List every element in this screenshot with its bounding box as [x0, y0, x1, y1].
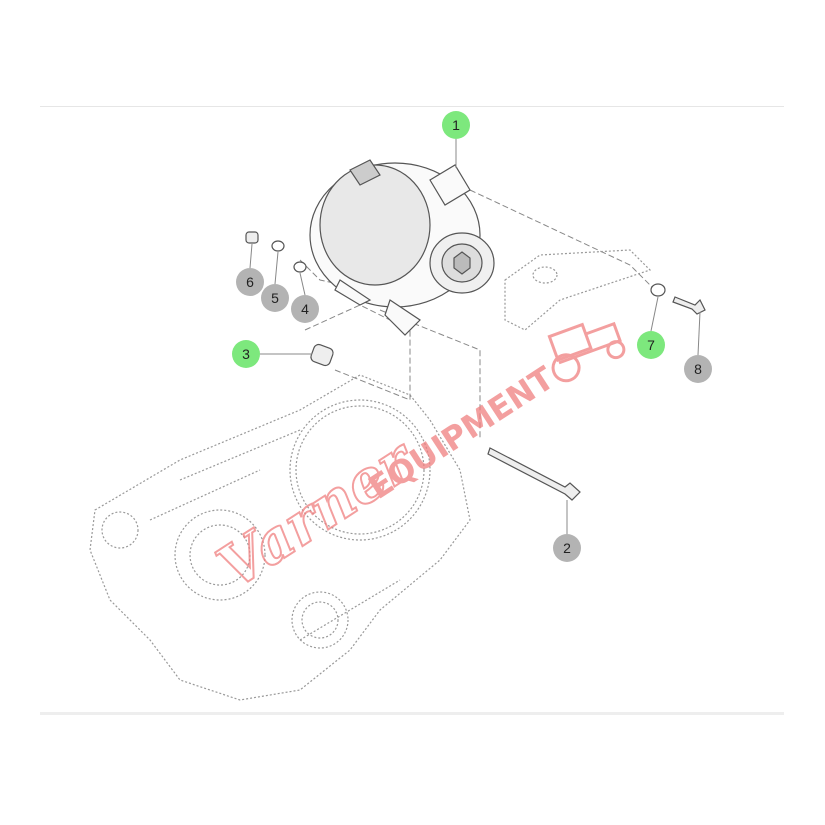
svg-text:2: 2 [563, 540, 571, 556]
spacer-3 [310, 343, 334, 367]
bolt-2 [487, 447, 581, 501]
bolt-8 [672, 296, 706, 315]
top-divider [40, 106, 784, 107]
small-parts [245, 231, 706, 501]
gear-housing [89, 374, 471, 701]
callout-3[interactable]: 3 [232, 340, 260, 368]
tractor-icon [547, 321, 626, 383]
callout-leaders [249, 139, 701, 534]
nut-6 [245, 231, 259, 244]
mounting-bracket [504, 249, 652, 331]
washer-7 [650, 283, 666, 297]
leader-dashes [299, 189, 656, 440]
callout-6[interactable]: 6 [236, 268, 264, 296]
callout-2[interactable]: 2 [553, 534, 581, 562]
svg-text:7: 7 [647, 337, 655, 353]
callout-4[interactable]: 4 [291, 295, 319, 323]
callout-5[interactable]: 5 [261, 284, 289, 312]
alternator [309, 159, 495, 336]
callout-8[interactable]: 8 [684, 355, 712, 383]
svg-text:6: 6 [246, 274, 254, 290]
washer-4 [293, 261, 307, 273]
callout-7[interactable]: 7 [637, 331, 665, 359]
svg-text:1: 1 [452, 117, 460, 133]
bottom-divider [40, 712, 784, 715]
svg-text:4: 4 [301, 301, 309, 317]
svg-text:5: 5 [271, 290, 279, 306]
svg-text:3: 3 [242, 346, 250, 362]
svg-text:8: 8 [694, 361, 702, 377]
washer-5 [271, 240, 285, 252]
callout-1[interactable]: 1 [442, 111, 470, 139]
svg-text:Varner: Varner [206, 424, 429, 602]
